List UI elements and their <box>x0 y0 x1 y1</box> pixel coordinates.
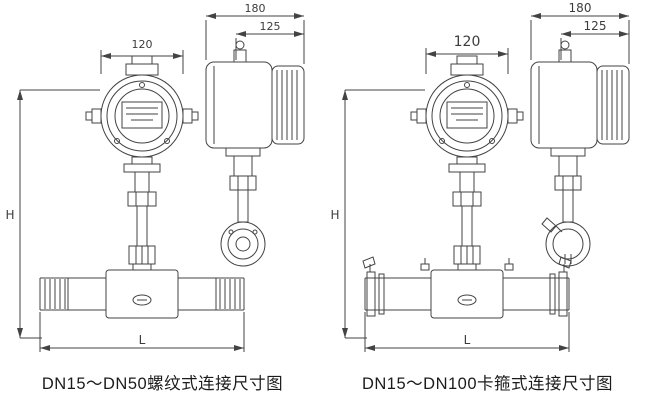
flow-meter-head <box>410 55 524 158</box>
dim-height-label: H <box>5 208 14 222</box>
dimension-lines <box>342 13 630 352</box>
side-view-sensor <box>220 147 266 267</box>
flow-meter-head <box>85 55 199 158</box>
side-view-transmitter <box>205 40 305 149</box>
side-view-sensor-clamp <box>541 147 591 267</box>
threaded-connection-drawing: 120 180 125 H L <box>5 2 305 352</box>
side-view-transmitter <box>530 40 630 149</box>
dim-head-width-label: 120 <box>454 34 481 50</box>
clamp-connection-diagram: 120 180 125 H L DN15～DN100卡箍式连接尺寸图 <box>325 0 650 412</box>
pipe-body-threaded <box>39 269 245 319</box>
flow-meter-stem <box>448 156 486 271</box>
pipe-body-clamp <box>362 256 572 319</box>
dim-length-label: L <box>139 333 146 347</box>
dim-side-partial-label: 125 <box>584 19 607 33</box>
diagram-caption-clamp: DN15～DN100卡箍式连接尺寸图 <box>361 375 614 393</box>
dimension-lines <box>17 13 305 352</box>
dim-side-partial-label: 125 <box>260 20 281 33</box>
flow-meter-stem <box>123 156 161 271</box>
dim-head-width-label: 120 <box>132 38 153 51</box>
dim-side-overall-label: 180 <box>569 1 592 15</box>
clamp-connection-drawing: 120 180 125 H L <box>330 1 630 352</box>
dim-length-label: L <box>464 333 471 347</box>
diagram-caption-threaded: DN15～DN50螺纹式连接尺寸图 <box>41 375 284 393</box>
dim-height-label: H <box>330 208 339 222</box>
dim-side-overall-label: 180 <box>245 2 266 15</box>
threaded-connection-diagram: 120 180 125 H L DN15～DN50螺纹式连接尺寸图 <box>5 2 305 393</box>
